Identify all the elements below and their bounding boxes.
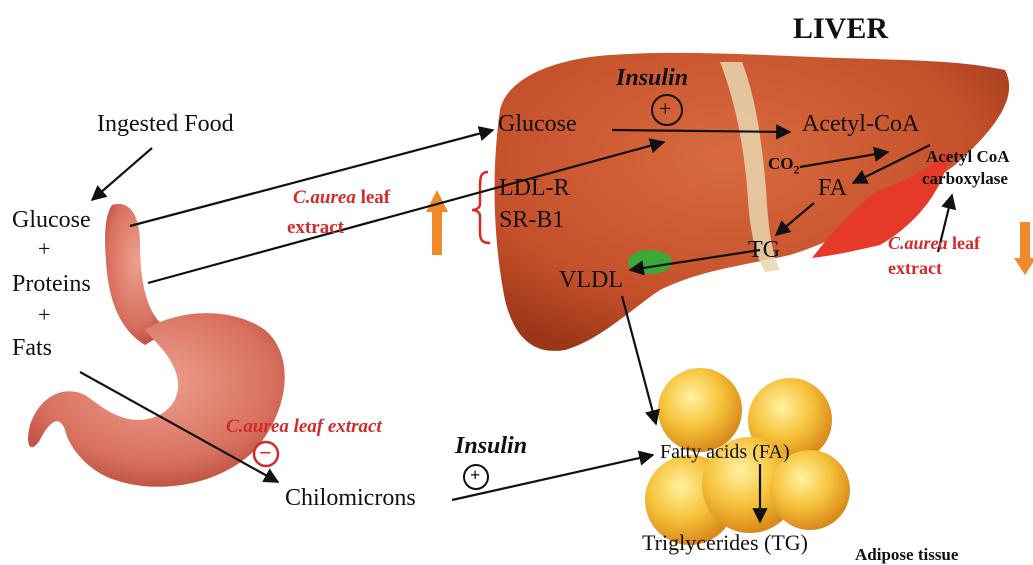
arrow-food-to-glucose <box>92 148 152 200</box>
glucose-food-label: Glucose <box>12 208 91 232</box>
triglycerides-label: Triglycerides (TG) <box>642 532 808 554</box>
tg-label: TG <box>748 238 780 262</box>
insulin-lower-label: Insulin <box>455 434 527 458</box>
receptor-brace <box>472 172 490 243</box>
ingested-food-label: Ingested Food <box>97 112 234 136</box>
proteins-label: Proteins <box>12 272 91 296</box>
stomach-illustration <box>28 204 285 487</box>
extract-left-line1: C.aurea leaf <box>293 188 390 207</box>
co2-label: CO2 <box>768 155 800 175</box>
fats-label: Fats <box>12 336 52 360</box>
liver-title: LIVER <box>793 14 888 44</box>
liver-illustration <box>495 53 1010 351</box>
fat-cell <box>658 368 742 452</box>
extract-right-line1: C.aurea leaf <box>888 234 980 252</box>
vldl-label: VLDL <box>559 268 623 292</box>
arrow-vldl-to-adipose <box>622 296 656 424</box>
adipose-tissue-label: Adipose tissue <box>855 546 958 563</box>
plus-sign: + <box>38 238 50 260</box>
liver-glucose-label: Glucose <box>498 112 577 136</box>
extract-right-line2: extract <box>888 259 942 277</box>
up-arrow-icon <box>426 190 448 255</box>
down-arrow-icon <box>1014 222 1033 275</box>
plus-sign: + <box>38 304 50 326</box>
acetyl-coa-label: Acetyl-CoA <box>802 112 919 136</box>
enzyme-label-line2: carboxylase <box>922 170 1008 187</box>
inhibit-minus-sign: − <box>259 442 272 464</box>
extract-left-line2: extract <box>287 218 344 237</box>
insulin-liver-label: Insulin <box>616 66 688 90</box>
insulin-plus-sign: + <box>659 98 671 120</box>
sr-b1-label: SR-B1 <box>499 208 564 232</box>
chilomicrons-label: Chilomicrons <box>285 486 416 510</box>
ldl-r-label: LDL-R <box>499 176 570 200</box>
insulin-lower-plus-sign: + <box>470 466 480 484</box>
fatty-acids-label: Fatty acids (FA) <box>660 442 790 462</box>
stomach-extract-label: C.aurea leaf extract <box>226 417 382 436</box>
enzyme-label-line1: Acetyl CoA <box>926 148 1010 165</box>
fa-label: FA <box>818 176 847 200</box>
stomach-shape <box>28 313 285 487</box>
arrow-chilomicrons-to-fa <box>452 455 653 500</box>
